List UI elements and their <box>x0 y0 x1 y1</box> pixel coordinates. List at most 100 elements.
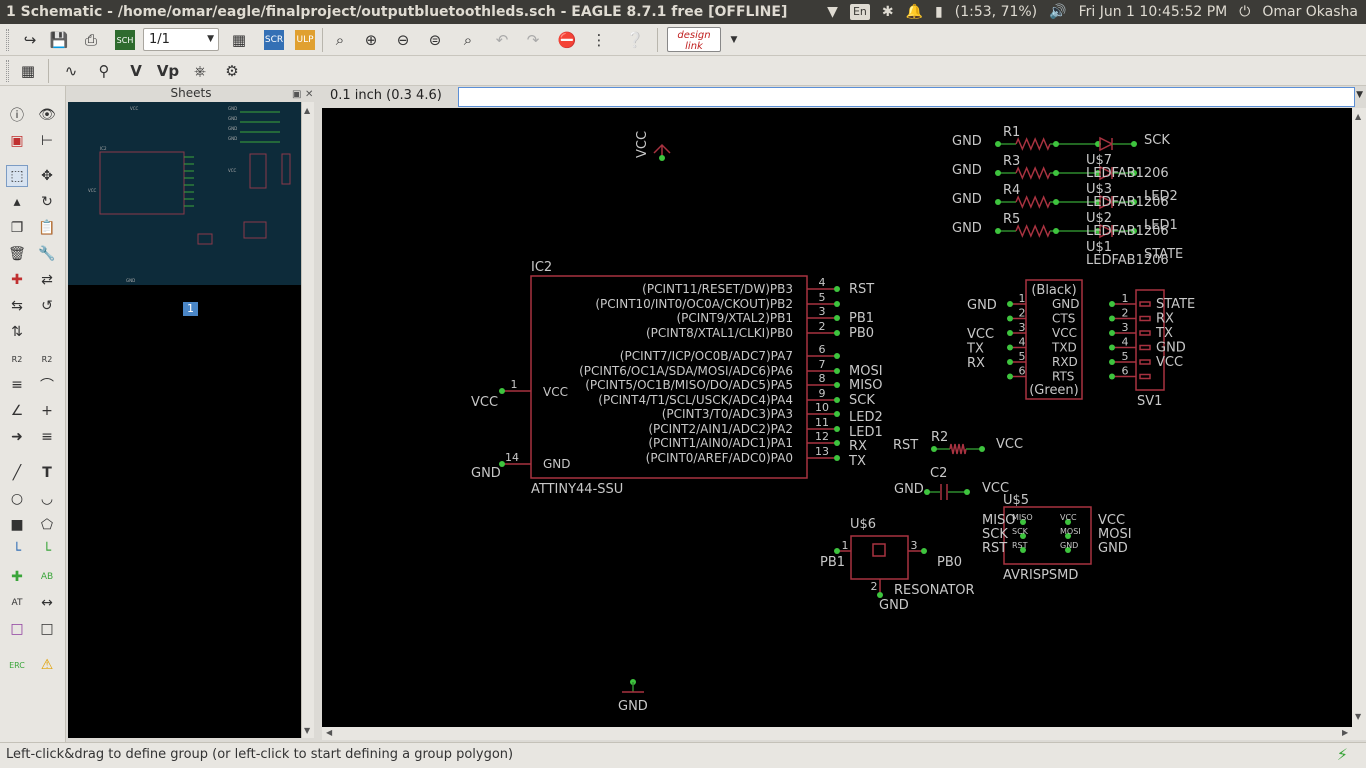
info-icon[interactable]: ⓘ <box>10 108 24 124</box>
bus-icon[interactable]: └ <box>42 543 52 559</box>
keyboard-layout-indicator[interactable]: En <box>849 4 870 20</box>
chevron-down-icon[interactable]: ▼ <box>730 35 738 45</box>
sheet-number-badge[interactable]: 1 <box>183 302 198 316</box>
zoom-select-icon[interactable]: ⌕ <box>463 31 473 49</box>
chevron-left-icon[interactable]: ◀ <box>326 728 333 737</box>
bluetooth-icon[interactable]: ✱ <box>881 4 894 20</box>
gate-swap-icon[interactable]: ⇆ <box>11 298 23 314</box>
notification-bell-icon[interactable]: 🔔 <box>905 4 924 20</box>
stop-icon[interactable]: ⛔ <box>557 31 577 49</box>
go-icon[interactable]: ⋮ <box>591 31 607 49</box>
script-icon[interactable]: SCR <box>264 30 284 50</box>
rotate-icon[interactable]: ↻ <box>41 194 53 210</box>
text-icon[interactable]: T <box>42 465 52 481</box>
layer-settings-icon[interactable]: ▦ <box>231 31 247 49</box>
user-name[interactable]: Omar Okasha <box>1262 4 1358 20</box>
ulp-icon[interactable]: ULP <box>295 30 315 50</box>
copy-icon[interactable]: ❐ <box>10 220 24 236</box>
move-icon[interactable]: ✥ <box>41 168 53 184</box>
svg-text:VCC: VCC <box>228 168 237 173</box>
pinswap-icon[interactable]: ⎈ <box>193 62 206 80</box>
save-icon[interactable]: 💾 <box>49 31 69 49</box>
wifi-icon[interactable]: ▼ <box>827 4 838 20</box>
chevron-up-icon[interactable]: ▲ <box>304 106 311 115</box>
power-icon[interactable]: ⏻ <box>1239 4 1251 20</box>
arc-icon[interactable]: ◡ <box>40 491 54 507</box>
zoom-in-icon[interactable]: ⊕ <box>364 31 378 49</box>
attribute-icon[interactable]: AT <box>11 598 23 608</box>
paste-icon[interactable]: 📋 <box>38 220 56 236</box>
design-link-button[interactable]: design link <box>667 27 721 52</box>
warning-icon[interactable]: ⚠ <box>40 657 54 673</box>
sch-brd-switch-icon[interactable]: SCH <box>115 30 135 50</box>
label-icon[interactable]: AB <box>40 572 54 582</box>
help-icon[interactable]: ❔ <box>625 31 645 49</box>
value-icon[interactable]: V <box>130 62 142 80</box>
command-input[interactable] <box>458 87 1355 107</box>
junction-icon[interactable]: ✚ <box>11 569 23 585</box>
mark-icon[interactable]: ⊢ <box>40 133 54 149</box>
display-layers-icon[interactable]: ▣ <box>10 133 24 149</box>
zoom-redraw-icon[interactable]: ⊜ <box>428 31 442 49</box>
rectangle-icon[interactable]: ■ <box>10 517 24 533</box>
value-part-icon[interactable]: Vp <box>156 62 180 80</box>
clock[interactable]: Fri Jun 1 10:45:52 PM <box>1078 4 1228 20</box>
float-icon[interactable]: ▣ <box>292 89 302 100</box>
name-icon[interactable]: R2 <box>11 354 23 364</box>
net-icon[interactable]: └ <box>12 543 22 559</box>
vertical-scrollbar[interactable]: ▲ ▼ <box>1352 108 1366 727</box>
chevron-up-icon[interactable]: ▲ <box>1355 112 1362 121</box>
print-icon[interactable]: ⎙ <box>84 31 97 49</box>
wire-bend-icon[interactable]: ∿ <box>64 62 78 80</box>
add-part-icon[interactable]: ✚ <box>11 272 23 288</box>
chevron-down-icon[interactable]: ▼ <box>1356 90 1363 100</box>
dimension-icon[interactable]: ↔ <box>41 595 53 611</box>
align-icon[interactable]: ≡ <box>41 429 53 445</box>
horizontal-scrollbar[interactable]: ◀ ▶ <box>322 727 1366 740</box>
chevron-right-icon[interactable]: ▶ <box>1342 728 1349 737</box>
line-icon[interactable]: ╱ <box>12 465 22 481</box>
polygon-icon[interactable]: ⬠ <box>40 517 54 533</box>
find-icon[interactable]: ⚲ <box>98 62 110 80</box>
chevron-down-icon[interactable]: ▼ <box>1355 712 1362 721</box>
grid-icon[interactable]: ▦ <box>20 62 36 80</box>
split-icon[interactable]: ∠ <box>10 403 24 419</box>
delete-icon[interactable]: 🗑 <box>8 246 26 262</box>
optimize-icon[interactable]: ➜ <box>11 429 23 445</box>
gear-icon[interactable]: ⚙ <box>225 62 239 80</box>
battery-icon[interactable]: ▮ <box>935 4 943 20</box>
sheet-select[interactable]: 1/1▼ <box>143 28 219 51</box>
mirror-icon[interactable]: ▴ <box>13 194 21 210</box>
battery-status[interactable]: (1:53, 71%) <box>954 4 1038 20</box>
show-icon[interactable]: 👁 <box>38 107 56 123</box>
open-icon[interactable]: ↪ <box>23 31 37 49</box>
circle-icon[interactable]: ○ <box>10 491 24 507</box>
chevron-down-icon[interactable]: ▼ <box>304 726 311 735</box>
replace-icon[interactable]: ⇄ <box>41 272 53 288</box>
erc-icon[interactable]: ERC <box>9 660 25 670</box>
invoke-icon[interactable]: ↺ <box>41 298 53 314</box>
sheets-scrollbar[interactable]: ▲ ▼ <box>301 102 314 738</box>
toolbar-grip[interactable] <box>6 29 9 51</box>
lightning-icon[interactable]: ⚡ <box>1336 745 1348 764</box>
redo-icon[interactable]: ↷ <box>526 31 540 49</box>
wrench-icon[interactable]: 🔧 <box>38 246 56 262</box>
pinswap-tool-icon[interactable]: ⇅ <box>11 324 23 340</box>
zoom-fit-icon[interactable]: ⌕ <box>335 31 345 49</box>
value-tool-icon[interactable]: R2 <box>41 354 53 364</box>
add-point-icon[interactable]: + <box>41 403 53 419</box>
zoom-out-icon[interactable]: ⊖ <box>396 31 410 49</box>
toolbar-grip[interactable] <box>6 60 9 82</box>
group-tool-icon[interactable]: ⬚ <box>6 165 28 187</box>
module-icon[interactable]: □ <box>40 621 54 637</box>
close-icon[interactable]: ✕ <box>305 89 314 100</box>
miter-icon[interactable]: ⌒ <box>40 378 54 394</box>
smash-icon[interactable]: ≡ <box>11 377 23 393</box>
undo-icon[interactable]: ↶ <box>495 31 509 49</box>
volume-icon[interactable]: 🔊 <box>1049 4 1067 20</box>
frame-icon[interactable]: □ <box>10 621 24 637</box>
